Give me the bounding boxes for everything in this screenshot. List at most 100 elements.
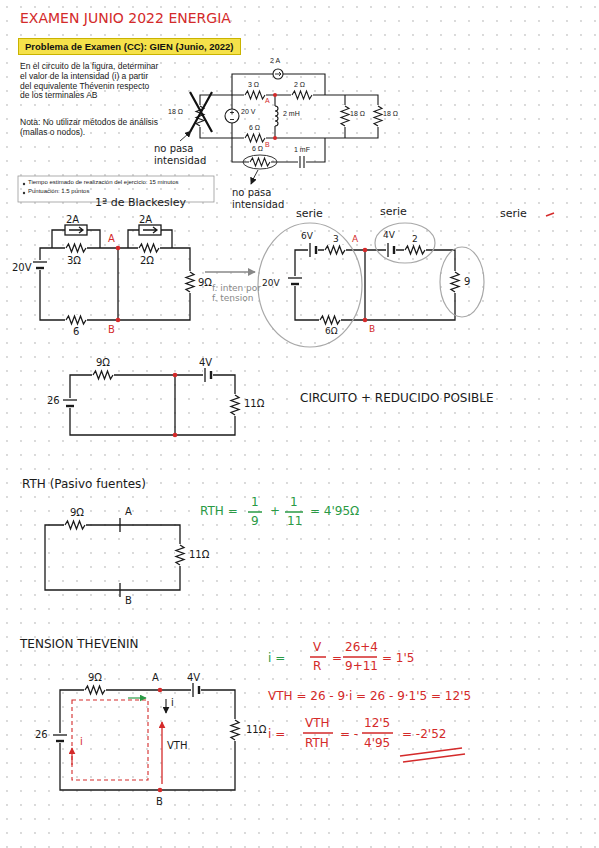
formula: = 4'95Ω [310, 505, 359, 519]
component-value: 9Ω [198, 277, 212, 289]
component-value: 11Ω [189, 549, 209, 561]
component-value: 6V [301, 231, 313, 241]
component-value: 1 mF [294, 146, 310, 154]
formula: VTH [305, 717, 330, 731]
component-value: 18 Ω [350, 110, 365, 118]
thevenin-circuit [52, 682, 240, 790]
bullet-text: Tiempo estimado de realización del ejerc… [28, 179, 179, 186]
component-value: 9 [464, 276, 470, 288]
rth-circuit [45, 518, 185, 597]
component-value: 6 Ω [249, 124, 260, 132]
handwritten-note: serie [296, 208, 323, 221]
series-circles [258, 223, 484, 347]
component-value: 4V [187, 672, 200, 684]
formula: i = [268, 652, 285, 666]
handwritten-note: f. inten por f. tension [212, 283, 268, 304]
component-value: 4V [199, 357, 212, 369]
terminal-label: A [352, 234, 358, 244]
original-circuit [195, 69, 383, 169]
formula: R [313, 660, 321, 674]
terminal-label: B [369, 324, 375, 334]
section-heading: TENSION THEVENIN [20, 638, 139, 652]
component-value: 11Ω [244, 398, 264, 410]
component-value: 2 [412, 234, 418, 244]
reduced-circuit [62, 367, 240, 435]
component-value: 20V [12, 262, 32, 274]
terminal-label: B [156, 796, 163, 808]
component-value: 9Ω [96, 357, 110, 369]
component-value: 20V [262, 278, 280, 288]
problem-text: En el circuito de la figura, determinar … [20, 62, 160, 101]
section-heading: RTH (Pasivo fuentes) [22, 478, 146, 492]
formula: 9 [251, 515, 259, 529]
component-value: 6Ω [325, 326, 338, 336]
formula: = - [340, 728, 358, 742]
terminal-label: B [125, 595, 132, 607]
handwritten-note: no pasa intensidad [232, 187, 290, 210]
terminal-label: A [152, 672, 159, 684]
converted-circuit [287, 242, 460, 325]
terminal-label: A [125, 506, 132, 518]
component-value: 2A [66, 214, 79, 226]
formula: 4'95 [364, 737, 390, 751]
annotations-original [180, 92, 277, 184]
formula: RTH = [200, 505, 238, 519]
formula: 9+11 [345, 660, 378, 674]
voltage-label: VTH [167, 740, 187, 752]
red-dash [546, 213, 554, 216]
component-value: 18 Ω [168, 108, 183, 116]
formula: 1 [290, 496, 298, 510]
component-value: 26 [47, 395, 60, 407]
page-title: EXAMEN JUNIO 2022 ENERGIA [20, 10, 231, 26]
formula: 12'5 [364, 717, 390, 731]
formula: = 1'5 [382, 652, 414, 666]
component-value: 4V [383, 230, 395, 240]
component-value: 2 Ω [294, 81, 305, 89]
handwritten-note: 1ª de Blackesley [95, 197, 186, 210]
formula: 1 [251, 496, 259, 510]
formula: i = [268, 728, 285, 742]
component-value: 11Ω [246, 724, 266, 736]
terminal-label: B [108, 324, 115, 336]
component-value: 6 Ω [252, 145, 263, 153]
blakesley-circuit [32, 225, 195, 325]
formula: RTH [305, 737, 329, 751]
component-value: 6 [73, 326, 79, 338]
component-value: 3 [333, 234, 339, 244]
formula-marks [303, 657, 465, 762]
handwritten-note: no pasa intensidad [154, 143, 212, 166]
component-value: 3 Ω [248, 81, 259, 89]
component-value: 2Ω [140, 255, 154, 267]
component-value: 3Ω [67, 255, 81, 267]
formula: 11 [287, 515, 302, 529]
transform-arrow [205, 271, 255, 272]
bullet-text: Puntuación: 1.5 puntos [28, 188, 89, 195]
component-value: 2 mH [283, 110, 300, 118]
formula: + [270, 505, 280, 519]
formula: 26+4 [345, 641, 378, 655]
component-value: 20 V [241, 108, 255, 116]
terminal-label: A [265, 97, 270, 105]
terminal-label: A [108, 233, 115, 245]
formula: VTH = 26 - 9·i = 26 - 9·1'5 = 12'5 [268, 690, 471, 704]
handwritten-note: serie [500, 208, 527, 221]
current-label: i [80, 736, 83, 748]
handwritten-note: serie [380, 206, 407, 219]
component-value: 9Ω [70, 507, 84, 519]
component-value: 9Ω [88, 672, 102, 684]
terminal-label: B [265, 141, 270, 149]
problem-note: Nota: No utilizar métodos de análisis (m… [20, 118, 160, 138]
section-heading: CIRCUITO + REDUCIDO POSIBLE [300, 392, 494, 406]
component-value: 26 [35, 729, 48, 741]
formula: = -2'52 [402, 728, 446, 742]
formula: = [332, 652, 342, 666]
thevenin-annotations [72, 698, 166, 784]
component-value: 2A [139, 214, 152, 226]
header-text: Problema de Examen (CC): GIEN (Junio, 20… [25, 41, 234, 52]
formula: V [313, 641, 321, 655]
component-value: 2 A [270, 57, 280, 65]
current-label: i [171, 697, 174, 709]
